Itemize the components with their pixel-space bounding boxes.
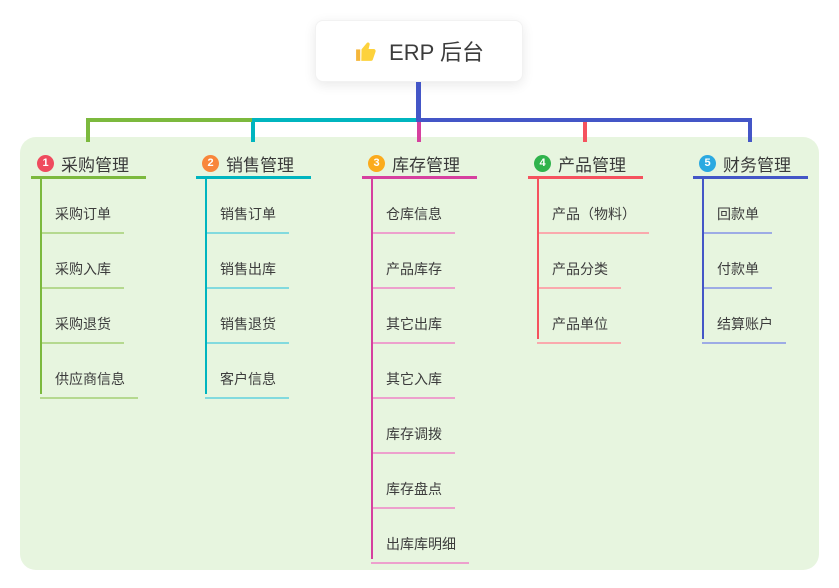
- branch-item[interactable]: 结算账户: [702, 289, 786, 344]
- branch-item[interactable]: 仓库信息: [371, 179, 455, 234]
- branch-label: 销售管理: [226, 155, 294, 175]
- branch-header-purchase-management[interactable]: 1 采购管理: [31, 150, 146, 179]
- branch-item[interactable]: 客户信息: [205, 344, 289, 399]
- branch-item[interactable]: 产品（物料）: [537, 179, 649, 234]
- branch-connector-line: [40, 179, 42, 394]
- branch-connector-line: [371, 179, 373, 559]
- branch-item[interactable]: 销售订单: [205, 179, 289, 234]
- connector-drop-purchase-management: [86, 118, 90, 142]
- thumbs-up-icon: [354, 39, 379, 64]
- branch-item[interactable]: 产品分类: [537, 234, 621, 289]
- branch-item[interactable]: 销售退货: [205, 289, 289, 344]
- connector-drop-finance-management: [748, 118, 752, 142]
- branch-item[interactable]: 产品单位: [537, 289, 621, 344]
- branch-item[interactable]: 产品库存: [371, 234, 455, 289]
- branch-item[interactable]: 采购订单: [40, 179, 124, 234]
- branch-product-management: 4 产品管理产品（物料）产品分类产品单位: [528, 150, 649, 344]
- branch-items: 采购订单采购入库采购退货供应商信息: [40, 179, 146, 399]
- branch-sales-management: 2 销售管理销售订单销售出库销售退货客户信息: [196, 150, 311, 399]
- root-title: ERP 后台: [389, 40, 484, 65]
- root-node[interactable]: ERP 后台: [315, 20, 523, 82]
- branch-finance-management: 5 财务管理回款单付款单结算账户: [693, 150, 808, 344]
- branch-item[interactable]: 库存调拨: [371, 399, 455, 454]
- branch-number-badge: 3: [368, 154, 385, 172]
- connector-drop-product-management: [583, 118, 587, 142]
- branch-item[interactable]: 其它出库: [371, 289, 455, 344]
- branch-item[interactable]: 付款单: [702, 234, 772, 289]
- branch-header-sales-management[interactable]: 2 销售管理: [196, 150, 311, 179]
- branch-item[interactable]: 销售出库: [205, 234, 289, 289]
- branches-panel: [20, 137, 819, 570]
- branch-header-product-management[interactable]: 4 产品管理: [528, 150, 643, 179]
- branch-number-badge: 1: [37, 154, 54, 172]
- branch-number-badge: 2: [202, 154, 219, 172]
- branch-label: 产品管理: [558, 155, 626, 175]
- connector-bus-segment: [252, 118, 418, 122]
- branch-item[interactable]: 回款单: [702, 179, 772, 234]
- branch-header-finance-management[interactable]: 5 财务管理: [693, 150, 808, 179]
- root-stem-connector: [416, 82, 421, 122]
- branch-items: 销售订单销售出库销售退货客户信息: [205, 179, 311, 399]
- branch-item[interactable]: 其它入库: [371, 344, 455, 399]
- branch-connector-line: [702, 179, 704, 339]
- branch-purchase-management: 1 采购管理采购订单采购入库采购退货供应商信息: [31, 150, 146, 399]
- branch-connector-line: [205, 179, 207, 394]
- branch-label: 采购管理: [61, 155, 129, 175]
- connector-drop-inventory-management: [417, 118, 421, 142]
- branch-items: 产品（物料）产品分类产品单位: [537, 179, 649, 344]
- branch-inventory-management: 3 库存管理仓库信息产品库存其它出库其它入库库存调拨库存盘点出库库明细: [362, 150, 477, 564]
- branch-header-inventory-management[interactable]: 3 库存管理: [362, 150, 477, 179]
- branch-items: 仓库信息产品库存其它出库其它入库库存调拨库存盘点出库库明细: [371, 179, 477, 564]
- connector-bus-segment: [416, 118, 752, 122]
- branch-item[interactable]: 出库库明细: [371, 509, 469, 564]
- branch-item[interactable]: 供应商信息: [40, 344, 138, 399]
- branch-item[interactable]: 库存盘点: [371, 454, 455, 509]
- branch-number-badge: 5: [699, 154, 716, 172]
- branch-items: 回款单付款单结算账户: [702, 179, 808, 344]
- branch-connector-line: [537, 179, 539, 339]
- connector-drop-sales-management: [251, 118, 255, 142]
- branch-item[interactable]: 采购退货: [40, 289, 124, 344]
- connector-bus-segment: [86, 118, 254, 122]
- branch-number-badge: 4: [534, 154, 551, 172]
- branch-label: 库存管理: [392, 155, 460, 175]
- branch-label: 财务管理: [723, 155, 791, 175]
- branch-item[interactable]: 采购入库: [40, 234, 124, 289]
